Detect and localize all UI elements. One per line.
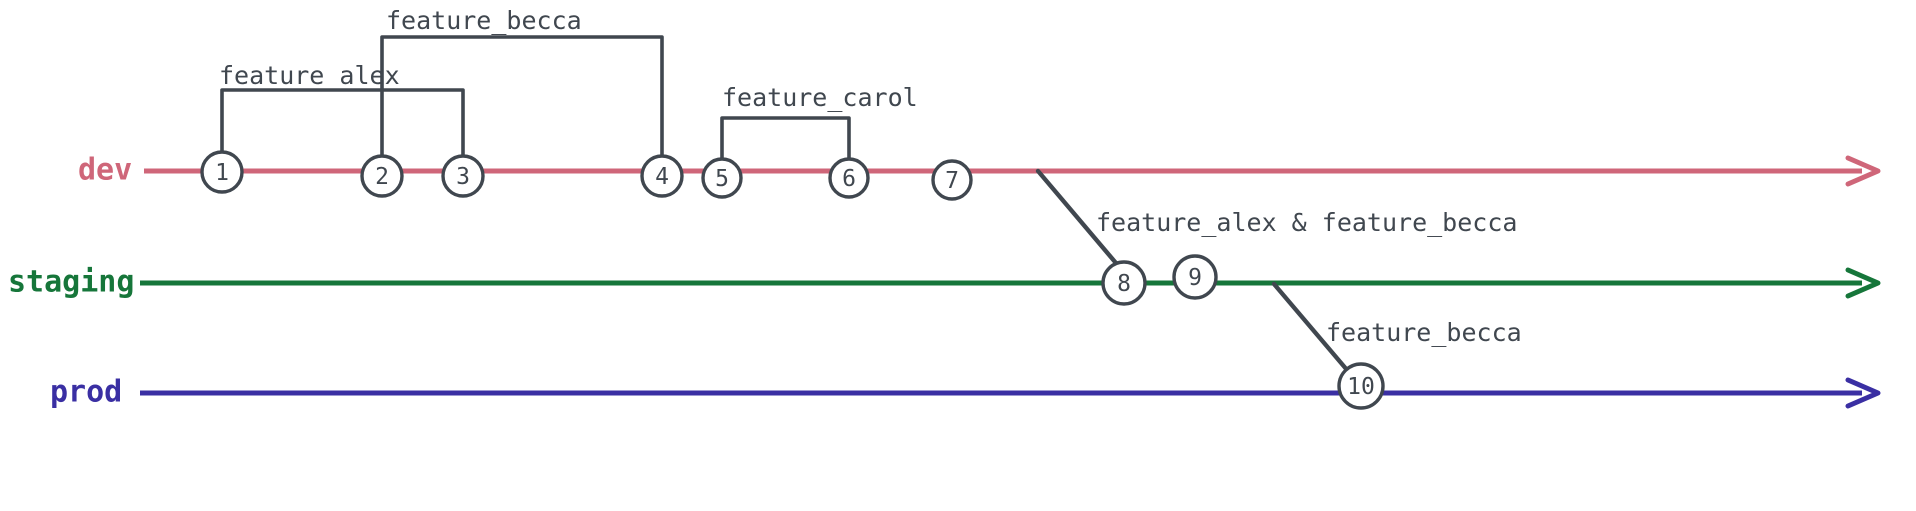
commit-number-10: 10 [1347, 374, 1375, 400]
feature-bracket-carol [720, 116, 851, 162]
branch-labels: dev staging prod [8, 153, 134, 410]
commit-number-7: 7 [945, 168, 959, 194]
commit-circle-10[interactable] [1337, 362, 1385, 410]
feature-bracket-becca [380, 35, 664, 158]
commit-number-1: 1 [215, 160, 229, 186]
branch-arrowhead-staging [1845, 267, 1881, 299]
feature-brackets: feature_alex feature_becca feature_carol [219, 6, 918, 162]
commit-circle-1[interactable] [200, 150, 244, 194]
commit-circle-5[interactable] [701, 157, 743, 199]
commit-number-3: 3 [456, 164, 470, 190]
commit-node-8[interactable]: 8 [1101, 260, 1147, 306]
branch-label-prod: prod [50, 375, 122, 410]
commit-node-1[interactable]: 1 [200, 150, 244, 194]
commit-number-2: 2 [375, 164, 389, 190]
commit-node-9[interactable]: 9 [1172, 254, 1218, 300]
commit-circle-3[interactable] [441, 154, 485, 198]
commit-number-4: 4 [655, 164, 669, 190]
feature-label-alex: feature_alex [219, 61, 400, 90]
branch-arrowhead-prod [1845, 377, 1881, 409]
merge-lines: feature_alex & feature_becca feature_bec… [1035, 168, 1522, 380]
commit-nodes: 1 2 3 4 5 6 7 [200, 150, 1385, 410]
commit-circle-8[interactable] [1101, 260, 1147, 306]
merge-line-dev-to-staging [1035, 168, 1124, 272]
merge-label-dev-to-staging: feature_alex & feature_becca [1096, 208, 1517, 237]
commit-node-3[interactable]: 3 [441, 154, 485, 198]
commit-number-8: 8 [1117, 271, 1131, 297]
merge-line-staging-to-prod [1271, 281, 1356, 380]
feature-bracket-alex [220, 88, 465, 158]
commit-node-7[interactable]: 7 [931, 159, 973, 201]
commit-node-4[interactable]: 4 [640, 154, 684, 198]
commit-node-10[interactable]: 10 [1337, 362, 1385, 410]
commit-circle-2[interactable] [360, 154, 404, 198]
commit-number-9: 9 [1188, 265, 1202, 291]
feature-label-becca: feature_becca [386, 6, 582, 35]
commit-number-6: 6 [842, 166, 856, 192]
commit-circle-9[interactable] [1172, 254, 1218, 300]
commit-node-5[interactable]: 5 [701, 157, 743, 199]
merge-label-staging-to-prod: feature_becca [1326, 318, 1522, 347]
commit-circle-6[interactable] [828, 157, 870, 199]
branch-arrowhead-dev [1845, 155, 1881, 187]
commit-node-2[interactable]: 2 [360, 154, 404, 198]
branch-lines [140, 155, 1881, 409]
commit-circle-7[interactable] [931, 159, 973, 201]
branch-label-dev: dev [78, 153, 132, 188]
commit-node-6[interactable]: 6 [828, 157, 870, 199]
branch-label-staging: staging [8, 265, 134, 300]
feature-label-carol: feature_carol [722, 83, 918, 112]
commit-number-5: 5 [715, 166, 729, 192]
commit-circle-4[interactable] [640, 154, 684, 198]
